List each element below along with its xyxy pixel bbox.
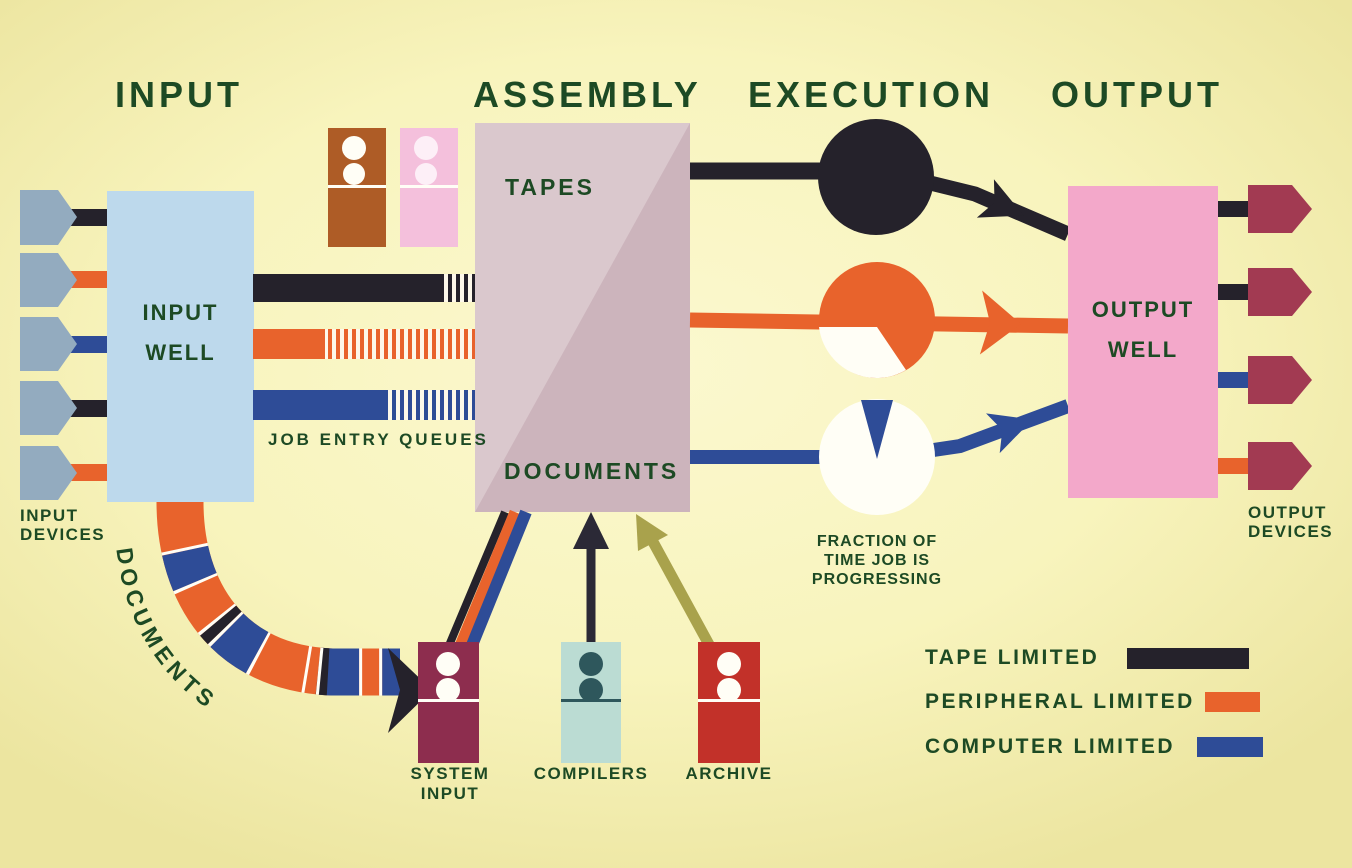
- reel-dot: [436, 652, 460, 676]
- legend-row-computer-limited: COMPUTER LIMITED: [925, 735, 1263, 759]
- legend-swatch-tape-limited: [1127, 647, 1250, 669]
- output-devices-label-line1: OUTPUT: [1248, 503, 1327, 522]
- idle-fraction-wedge: [819, 327, 906, 379]
- system-input-unit: [418, 642, 479, 763]
- input-device-icon: [20, 190, 77, 245]
- output-device-icon: [1248, 356, 1312, 404]
- peripheral-arrowhead-icon: [979, 290, 1021, 355]
- assembly-documents-label: DOCUMENTS: [504, 458, 680, 484]
- input-link-tape: [68, 209, 108, 226]
- legend-row-peripheral-limited: PERIPHERAL LIMITED: [925, 690, 1260, 714]
- input-link-tape: [68, 400, 108, 417]
- header-execution: EXECUTION: [748, 74, 995, 115]
- input-link-peripheral: [68, 464, 108, 481]
- header-assembly: ASSEMBLY: [473, 74, 702, 115]
- reel-dot: [343, 163, 365, 185]
- reel-dot: [579, 678, 603, 702]
- queue-bar-computer: [253, 390, 388, 420]
- header-output: OUTPUT: [1051, 74, 1223, 115]
- output-link-tape: [1218, 284, 1250, 300]
- system-input-label-line2: INPUT: [420, 784, 480, 803]
- deck-divider: [328, 185, 386, 188]
- assembly-tapes-label: TAPES: [505, 174, 595, 200]
- output-link-tape: [1218, 201, 1250, 217]
- tape-deck-pink: [400, 128, 458, 247]
- legend-label-peripheral-limited: PERIPHERAL LIMITED: [925, 690, 1195, 713]
- deck-divider: [400, 185, 458, 188]
- assembly-box-tapes-half: [475, 123, 690, 512]
- input-device-icon: [20, 446, 77, 500]
- output-devices-label-line2: DEVICES: [1248, 522, 1334, 541]
- assembly-box: [475, 123, 690, 512]
- queue-bar-peripheral-striped: [325, 329, 475, 359]
- output-well-label-line1: OUTPUT: [1091, 297, 1195, 322]
- compilers-label: COMPILERS: [533, 764, 649, 783]
- input-device-icon: [20, 317, 77, 371]
- input-device-icon: [20, 381, 77, 435]
- output-devices: [1218, 185, 1312, 490]
- input-well-label-line2: WELL: [145, 340, 216, 365]
- input-devices: [20, 190, 108, 500]
- archive-arrowhead-icon: [636, 514, 668, 551]
- documents-arrowhead-icon: [388, 648, 432, 733]
- reel-dot: [415, 163, 437, 185]
- reel-dot: [717, 678, 741, 702]
- tape-arrowhead-icon: [976, 179, 1024, 218]
- legend-swatch-peripheral-limited: [1204, 692, 1260, 712]
- reel-dot: [579, 652, 603, 676]
- compilers-to-assembly-arrow: [573, 512, 609, 648]
- input-well-label-line1: INPUT: [142, 300, 219, 325]
- job-entry-queues-label: JOB ENTRY QUEUES: [268, 430, 489, 449]
- input-devices-label-line2: DEVICES: [20, 525, 106, 544]
- output-device-icon: [1248, 442, 1312, 490]
- reel-dot: [717, 652, 741, 676]
- output-link-computer: [1218, 372, 1250, 388]
- queue-bar-computer-striped: [388, 390, 475, 420]
- output-well-box: [1068, 186, 1218, 498]
- reel-dot: [414, 136, 438, 160]
- queue-bar-peripheral: [253, 329, 325, 359]
- compilers-arrowhead-icon: [573, 512, 609, 549]
- reel-dot: [436, 678, 460, 702]
- input-device-icon: [20, 253, 77, 307]
- input-well-box: [107, 191, 254, 502]
- output-device-icon: [1248, 268, 1312, 316]
- archive-unit: [698, 642, 760, 763]
- output-link-peripheral: [1218, 458, 1250, 474]
- compilers-unit: [561, 642, 621, 763]
- progress-circle-computer-limited: [819, 399, 935, 515]
- progress-fraction-wedge: [861, 400, 893, 459]
- computer-arrowhead-icon: [986, 413, 1033, 454]
- documents-curve: DOCUMENTS: [111, 502, 432, 733]
- legend-swatch-computer-limited: [1197, 737, 1263, 757]
- fraction-caption-line1: FRACTION OF: [816, 533, 938, 550]
- output-device-icon: [1248, 185, 1312, 233]
- fraction-caption-line3: PROGRESSING: [811, 571, 943, 588]
- output-well-label-line2: WELL: [1107, 337, 1179, 362]
- legend-label-tape-limited: TAPE LIMITED: [925, 646, 1100, 669]
- legend-row-tape-limited: TAPE LIMITED: [925, 646, 1250, 670]
- input-devices-label-line1: INPUT: [20, 506, 79, 525]
- archive-to-assembly-arrow: [636, 514, 717, 653]
- reel-dot: [342, 136, 366, 160]
- input-link-computer: [68, 336, 108, 353]
- queue-bar-tape: [253, 274, 443, 302]
- tape-deck-brown: [328, 128, 386, 247]
- header-input: INPUT: [115, 74, 243, 115]
- input-link-peripheral: [68, 271, 108, 288]
- fraction-caption-line2: TIME JOB IS: [823, 552, 931, 569]
- job-entry-queues: [253, 274, 475, 420]
- archive-label: ARCHIVE: [685, 764, 773, 783]
- system-input-label-line1: SYSTEM: [410, 764, 490, 783]
- legend-label-computer-limited: COMPUTER LIMITED: [925, 735, 1175, 758]
- progress-circle-peripheral-limited: [819, 262, 935, 379]
- queue-bar-tape-striped: [443, 274, 475, 302]
- progress-circle-tape-limited: [818, 119, 934, 235]
- system-input-to-assembly-band: [441, 509, 532, 663]
